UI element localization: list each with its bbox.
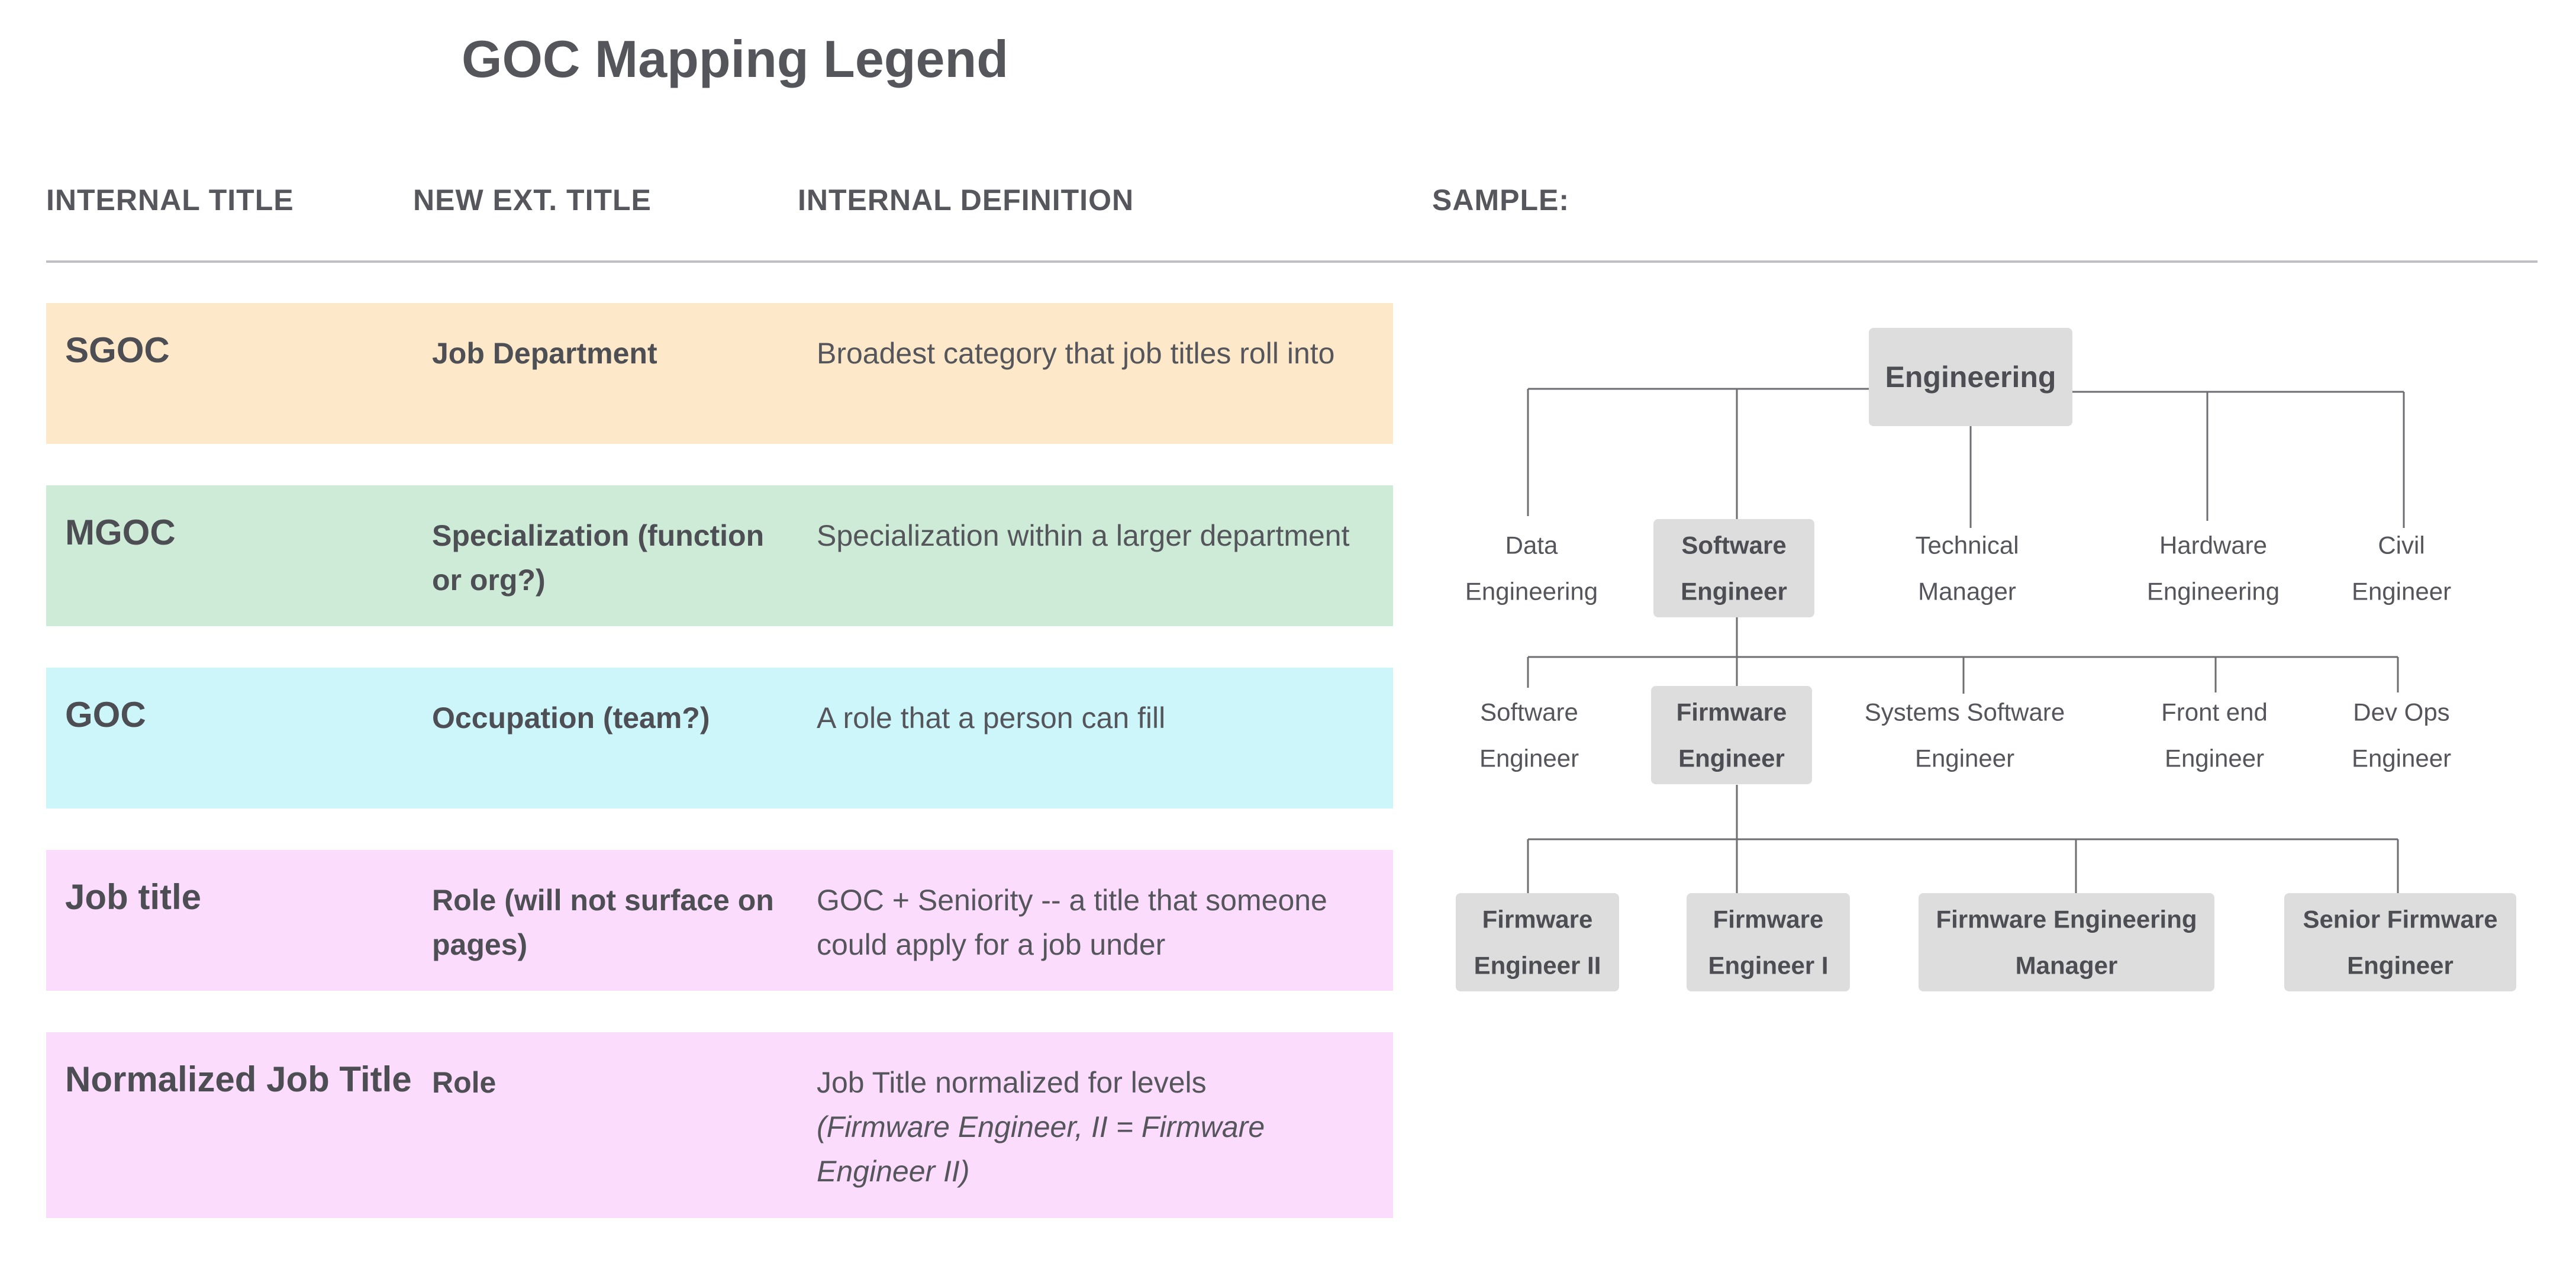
node-box <box>1651 686 1812 784</box>
node-box <box>1687 893 1850 991</box>
node-label: Software <box>1681 531 1786 559</box>
node-label: Firmware <box>1482 906 1593 933</box>
node-label: Dev Ops <box>2353 698 2449 726</box>
row-definition: GOC + Seniority -- a title that someone … <box>817 884 1327 961</box>
node-box <box>1653 519 1814 617</box>
node-box <box>1456 893 1619 991</box>
node-label: Engineer <box>2165 745 2264 772</box>
node-box <box>2284 893 2516 991</box>
row-ext-title: Role (will not surface on pages) <box>432 884 774 961</box>
row-internal-title: Normalized Job Title <box>65 1059 412 1099</box>
node-label: Manager <box>1918 578 2016 605</box>
node-label: Engineer <box>1915 745 2014 772</box>
node-label: Civil <box>2378 531 2425 559</box>
legend-row-sgoc: SGOC Job Department Broadest category th… <box>46 303 1393 444</box>
row-ext-title: Job Department <box>432 337 657 370</box>
node-label: Engineer <box>1678 745 1785 772</box>
header-internal-definition: INTERNAL DEFINITION <box>798 183 1134 217</box>
node-label: Engineering <box>1465 578 1598 605</box>
node-label: Technical <box>1915 531 2019 559</box>
header-internal-title: INTERNAL TITLE <box>46 183 294 217</box>
legend-row-goc: GOC Occupation (team?) A role that a per… <box>46 668 1393 808</box>
row-ext-title: Occupation (team?) <box>432 701 710 735</box>
page-title: GOC Mapping Legend <box>462 30 1008 88</box>
node-label: Engineer I <box>1708 952 1828 980</box>
header-sample: SAMPLE: <box>1432 183 1569 217</box>
node-label: Engineer <box>2352 745 2451 772</box>
row-definition: A role that a person can fill <box>817 701 1166 735</box>
node-label: Data <box>1505 531 1558 559</box>
header-new-ext-title: NEW EXT. TITLE <box>413 183 652 217</box>
row-internal-title: GOC <box>65 695 146 735</box>
node-label: Firmware <box>1713 906 1824 933</box>
node-label: Systems Software <box>1865 698 2065 726</box>
node-label: Senior Firmware <box>2303 906 2497 933</box>
row-definition-note: (Firmware Engineer, II = Firmware Engine… <box>817 1110 1265 1188</box>
node-label: Engineer <box>2347 952 2454 980</box>
node-label: Hardware <box>2159 531 2267 559</box>
node-label: Engineer <box>1479 745 1579 772</box>
header-divider <box>46 260 2538 263</box>
node-label: Engineer <box>1681 578 1787 605</box>
node-box <box>1919 893 2214 991</box>
node-label: Manager <box>2016 952 2118 980</box>
node-label: Engineer <box>2352 578 2451 605</box>
node-label: Software <box>1480 698 1578 726</box>
row-definition: Broadest category that job titles roll i… <box>817 337 1335 370</box>
node-label: Engineering <box>2147 578 2280 605</box>
row-definition: Specialization within a larger departmen… <box>817 519 1350 552</box>
node-label: Engineering <box>1885 360 2056 394</box>
legend-row-mgoc: MGOC Specialization (function or org?) S… <box>46 485 1393 626</box>
node-label: Front end <box>2161 698 2268 726</box>
row-ext-title: Role <box>432 1066 496 1099</box>
row-definition: Job Title normalized for levels(Firmware… <box>817 1061 1379 1194</box>
legend-row-job-title: Job title Role (will not surface on page… <box>46 850 1393 991</box>
row-internal-title: Job title <box>65 877 202 917</box>
row-internal-title: SGOC <box>65 330 170 370</box>
row-ext-title: Specialization (function or org?) <box>432 519 765 597</box>
node-label: Firmware Engineering <box>1936 906 2197 933</box>
legend-row-normalized-job-title: Normalized Job Title Role Job Title norm… <box>46 1032 1393 1218</box>
node-label: Firmware <box>1677 698 1787 726</box>
node-label: Engineer II <box>1474 952 1601 980</box>
row-internal-title: MGOC <box>65 513 176 552</box>
node-box <box>1869 328 2072 426</box>
